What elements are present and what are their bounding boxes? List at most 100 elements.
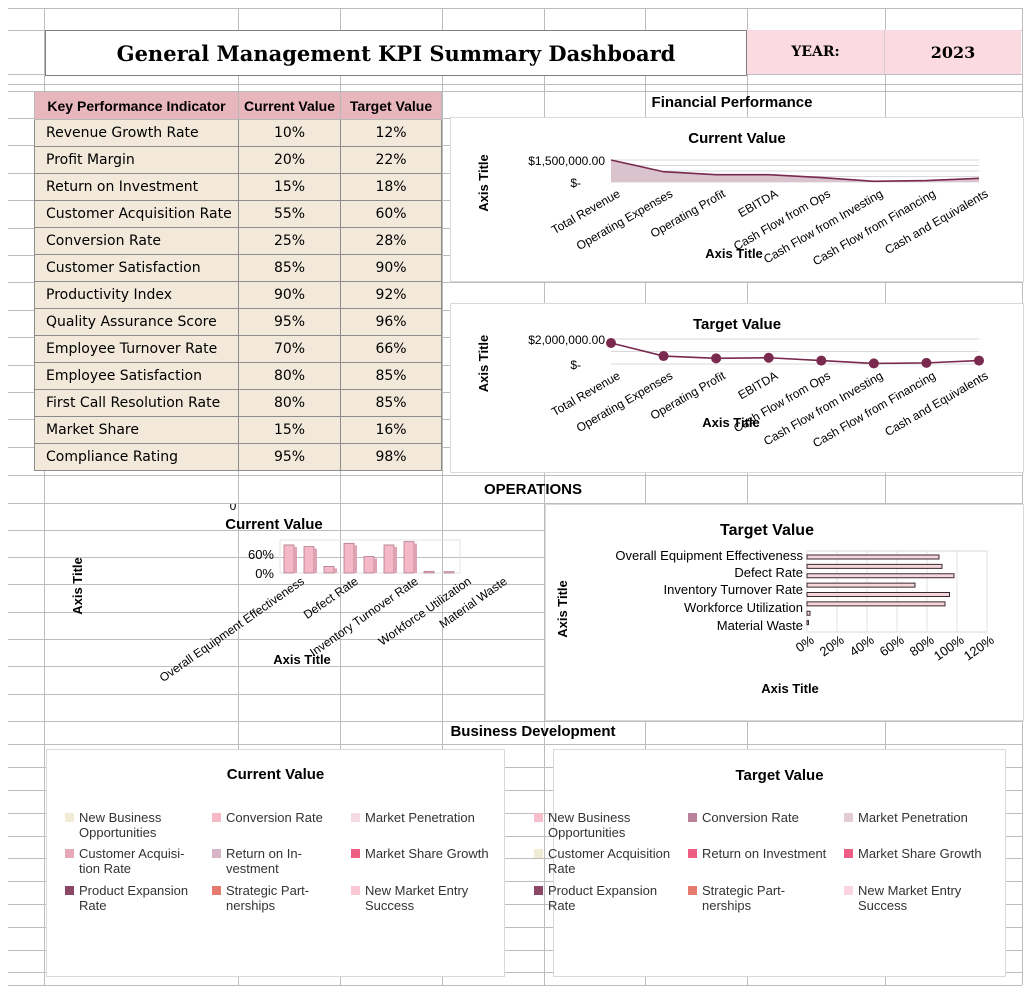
kpi-name-cell[interactable]: Conversion Rate (34, 227, 239, 255)
legend-label: Strategic Part- nerships (702, 883, 786, 913)
bar-side (294, 546, 297, 573)
bar-side (314, 548, 317, 573)
legend-label: New Business Opportunities (79, 810, 162, 840)
current-value-cell[interactable]: 10% (238, 119, 341, 147)
legend-swatch (844, 813, 853, 822)
current-value-cell[interactable]: 25% (238, 227, 341, 255)
data-point (816, 355, 827, 366)
target-value-cell[interactable]: 90% (340, 254, 442, 282)
target-value-cell[interactable]: 28% (340, 227, 442, 255)
current-value-cell[interactable]: 95% (238, 308, 341, 336)
target-value-cell[interactable]: 16% (340, 416, 442, 444)
y-axis-title: Axis Title (70, 557, 85, 615)
y-tick-label: 0% (255, 566, 274, 581)
header-kpi[interactable]: Key Performance Indicator (34, 91, 239, 120)
legend-label: New Market Entry Success (365, 883, 469, 913)
y-axis-title: Axis Title (476, 154, 491, 212)
target-value-cell[interactable]: 92% (340, 281, 442, 309)
kpi-name-cell[interactable]: Employee Satisfaction (34, 362, 239, 390)
chart-title: Current Value (225, 516, 323, 533)
target-value-cell[interactable]: 18% (340, 173, 442, 201)
kpi-name-cell[interactable]: Market Share (34, 416, 239, 444)
bar (806, 610, 811, 616)
legend-swatch (65, 886, 74, 895)
x-tick-label: 0% (793, 632, 817, 655)
bd-current-chart[interactable]: Current Value New Business Opportunities… (46, 749, 505, 977)
legend-swatch (351, 886, 360, 895)
legend-label: Return on Investment (702, 846, 827, 861)
legend-swatch (212, 813, 221, 822)
data-point (868, 358, 879, 369)
target-value-cell[interactable]: 98% (340, 443, 442, 471)
bar (806, 582, 916, 588)
target-value-cell[interactable]: 60% (340, 200, 442, 228)
y-tick-label: Material Waste (717, 618, 803, 633)
target-value-cell[interactable]: 66% (340, 335, 442, 363)
y-axis-title: Axis Title (555, 580, 570, 638)
current-value-cell[interactable]: 85% (238, 254, 341, 282)
kpi-name-cell[interactable]: Employee Turnover Rate (34, 335, 239, 363)
legend-swatch (351, 849, 360, 858)
data-point (711, 353, 722, 364)
kpi-name-cell[interactable]: Customer Satisfaction (34, 254, 239, 282)
x-tick-label: Defect Rate (301, 574, 361, 622)
legend-label: Return on In- vestment (226, 846, 302, 876)
kpi-name-cell[interactable]: Quality Assurance Score (34, 308, 239, 336)
current-value-cell[interactable]: 20% (238, 146, 341, 174)
chart-title: Current Value (688, 130, 786, 147)
legend-label: Market Share Growth (365, 846, 489, 861)
bar-side (354, 545, 357, 573)
kpi-name-cell[interactable]: Return on Investment (34, 173, 239, 201)
legend-swatch (534, 886, 543, 895)
target-value-cell[interactable]: 85% (340, 389, 442, 417)
kpi-name-cell[interactable]: Productivity Index (34, 281, 239, 309)
legend-swatch (351, 813, 360, 822)
current-value-cell[interactable]: 95% (238, 443, 341, 471)
legend-swatch (844, 849, 853, 858)
y-tick-label: Defect Rate (734, 565, 803, 580)
current-value-cell[interactable]: 55% (238, 200, 341, 228)
current-value-cell[interactable]: 15% (238, 173, 341, 201)
target-value-cell[interactable]: 22% (340, 146, 442, 174)
y-tick-label: $- (570, 358, 581, 372)
kpi-name-cell[interactable]: Revenue Growth Rate (34, 119, 239, 147)
target-value-cell[interactable]: 85% (340, 362, 442, 390)
current-value-cell[interactable]: 70% (238, 335, 341, 363)
legend-label: Market Penetration (365, 810, 475, 825)
target-value-cell[interactable]: 12% (340, 119, 442, 147)
x-tick-label: 120% (961, 632, 997, 664)
legend-swatch (534, 813, 543, 822)
header-current-value[interactable]: Current Value (238, 91, 341, 120)
kpi-name-cell[interactable]: Customer Acquisition Rate (34, 200, 239, 228)
target-value-cell[interactable]: 96% (340, 308, 442, 336)
bar (303, 546, 315, 574)
current-value-cell[interactable]: 15% (238, 416, 341, 444)
area-fill (611, 160, 979, 182)
y-tick-label: Inventory Turnover Rate (664, 582, 803, 597)
kpi-name-cell[interactable]: Profit Margin (34, 146, 239, 174)
kpi-name-cell[interactable]: First Call Resolution Rate (34, 389, 239, 417)
bar (343, 542, 355, 574)
bar (423, 570, 435, 574)
current-value-cell[interactable]: 80% (238, 362, 341, 390)
header-target-value[interactable]: Target Value (340, 91, 442, 120)
kpi-table: Key Performance Indicator Current Value … (34, 91, 442, 471)
year-value-cell[interactable]: 2023 (885, 30, 1021, 74)
series-line (610, 342, 980, 365)
current-value-cell[interactable]: 80% (238, 389, 341, 417)
current-value-cell[interactable]: 90% (238, 281, 341, 309)
kpi-name-cell[interactable]: Compliance Rating (34, 443, 239, 471)
x-axis-title: Axis Title (273, 652, 331, 667)
